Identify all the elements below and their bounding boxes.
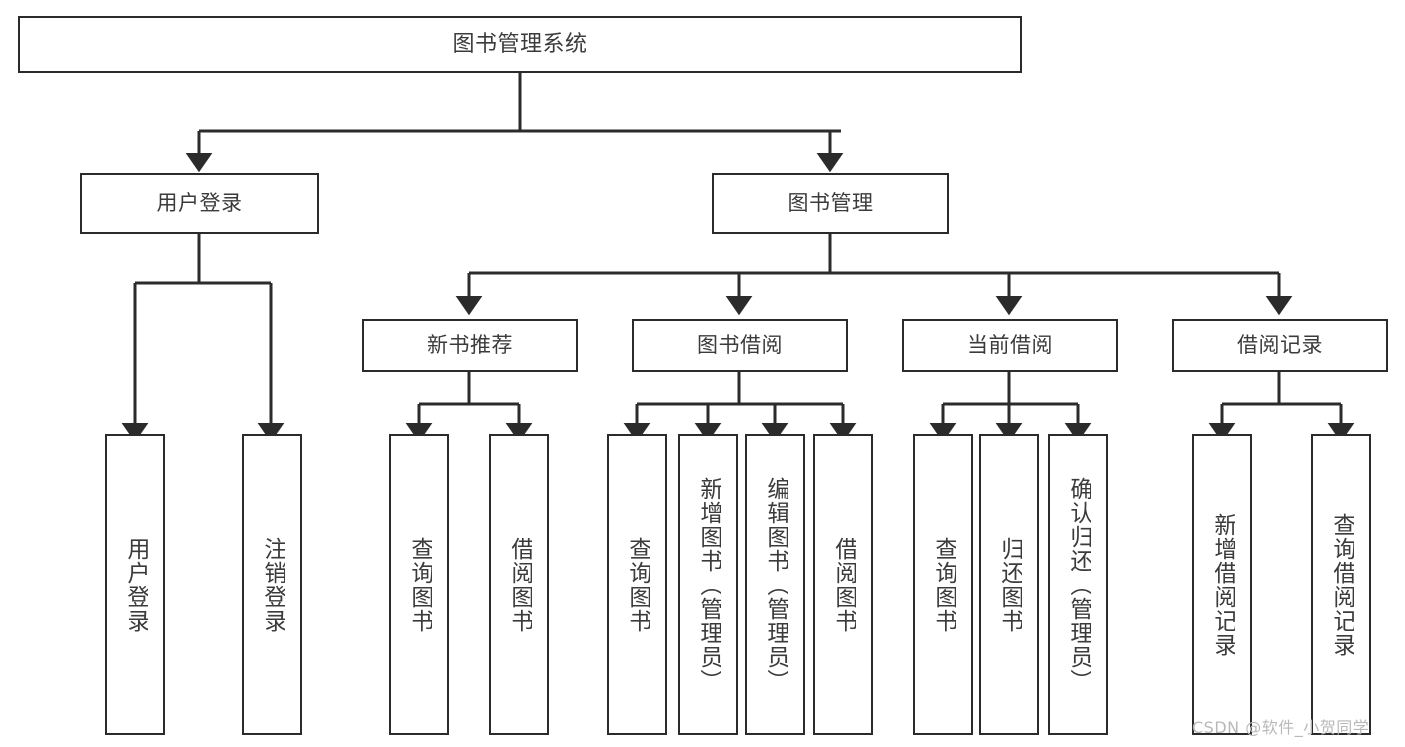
csdn-watermark: CSDN @软件_小贺同学 — [1192, 718, 1370, 737]
node-label: 新增借阅记录 — [1209, 512, 1235, 657]
node-label: 查询借阅记录 — [1328, 512, 1354, 657]
node-label: 用户登录 — [156, 191, 243, 216]
node-label: 查询图书 — [624, 536, 650, 633]
leaf-new-book-query-books[interactable]: 查询图书 — [389, 434, 449, 735]
leaf-current-borrow-return-books[interactable]: 归还图书 — [979, 434, 1039, 735]
node-borrow-record[interactable]: 借阅记录 — [1172, 319, 1388, 372]
node-label: 新增图书（管理员） — [695, 476, 721, 693]
leaf-book-borrow-query-books[interactable]: 查询图书 — [607, 434, 667, 735]
node-label: 用户登录 — [122, 536, 148, 633]
node-user-login[interactable]: 用户登录 — [80, 173, 319, 234]
leaf-user-login-login[interactable]: 用户登录 — [105, 434, 165, 735]
node-label: 图书借阅 — [697, 333, 783, 358]
leaf-book-borrow-borrow-books[interactable]: 借阅图书 — [813, 434, 873, 735]
node-book-borrow[interactable]: 图书借阅 — [632, 319, 848, 372]
node-current-borrow[interactable]: 当前借阅 — [902, 319, 1118, 372]
node-label: 图书管理系统 — [452, 31, 588, 57]
leaf-borrow-record-add-record[interactable]: 新增借阅记录 — [1192, 434, 1252, 735]
node-label: 查询图书 — [930, 536, 956, 633]
node-label: 借阅记录 — [1237, 333, 1323, 358]
node-label: 确认归还（管理员） — [1065, 476, 1091, 693]
leaf-current-borrow-query-books[interactable]: 查询图书 — [913, 434, 973, 735]
leaf-current-borrow-confirm-return-admin[interactable]: 确认归还（管理员） — [1048, 434, 1108, 735]
leaf-borrow-record-query-record[interactable]: 查询借阅记录 — [1311, 434, 1371, 735]
node-label: 借阅图书 — [506, 536, 532, 633]
node-label: 编辑图书（管理员） — [762, 476, 788, 693]
node-label: 注销登录 — [259, 536, 285, 633]
node-new-book-recommend[interactable]: 新书推荐 — [362, 319, 578, 372]
leaf-new-book-borrow-books[interactable]: 借阅图书 — [489, 434, 549, 735]
node-label: 归还图书 — [996, 536, 1022, 633]
node-label: 查询图书 — [406, 536, 432, 633]
node-label: 新书推荐 — [427, 333, 513, 358]
node-book-management[interactable]: 图书管理 — [712, 173, 949, 234]
leaf-book-borrow-add-book-admin[interactable]: 新增图书（管理员） — [678, 434, 738, 735]
node-label: 当前借阅 — [967, 333, 1053, 358]
leaf-book-borrow-edit-book-admin[interactable]: 编辑图书（管理员） — [745, 434, 805, 735]
leaf-user-login-logout[interactable]: 注销登录 — [242, 434, 302, 735]
node-label: 图书管理 — [787, 191, 874, 216]
node-root-book-management-system[interactable]: 图书管理系统 — [18, 16, 1022, 73]
node-label: 借阅图书 — [830, 536, 856, 633]
